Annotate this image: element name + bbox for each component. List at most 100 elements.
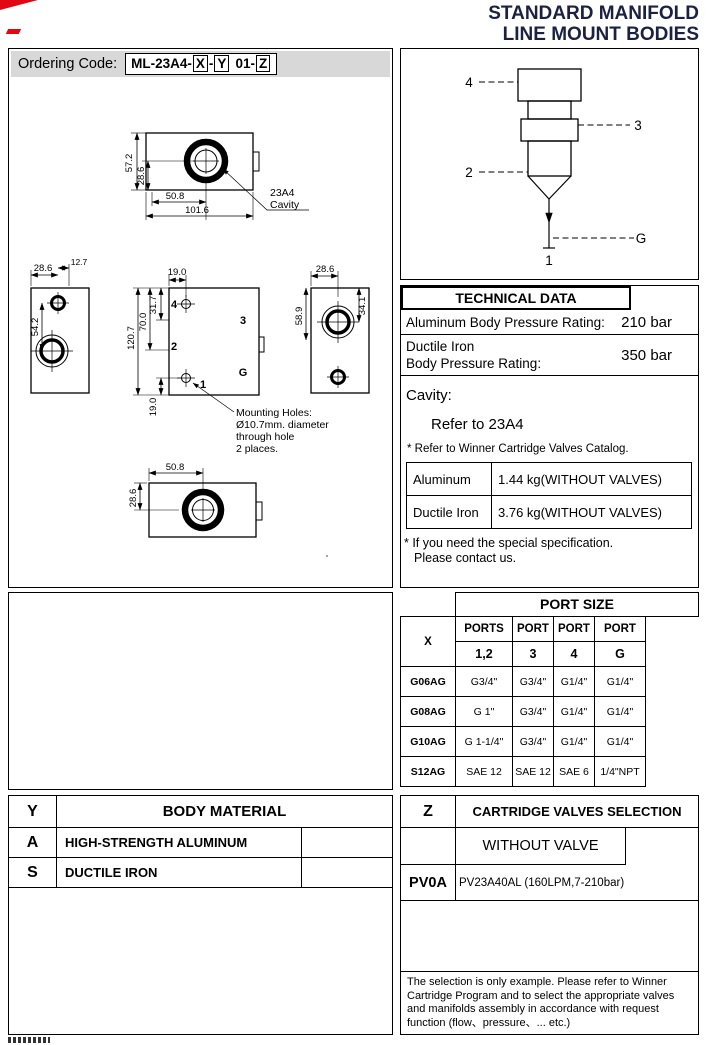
port-value: G3/4" bbox=[512, 696, 554, 727]
port-value: G3/4" bbox=[512, 726, 554, 757]
port-size-x-header: X bbox=[400, 616, 456, 667]
table-row: G10AG G 1-1/4" G3/4" G1/4" G1/4" bbox=[400, 726, 646, 757]
body-material-header: Y BODY MATERIAL bbox=[9, 796, 392, 828]
selection-note: The selection is only example. Please re… bbox=[401, 971, 698, 1034]
cavity-label: Cavity bbox=[270, 199, 300, 211]
empty-panel bbox=[8, 592, 393, 790]
port-label-4: 4 bbox=[171, 299, 178, 311]
dimension-drawings: 57.2 28.6 50.8 101.6 23A4 Cavity bbox=[30, 132, 370, 557]
mounting-note-line: 2 places. bbox=[236, 443, 278, 455]
port-value: G1/4" bbox=[594, 726, 646, 757]
material-code: S bbox=[9, 858, 57, 887]
schematic-port-4: 4 bbox=[465, 75, 473, 90]
column-header: PORTS bbox=[455, 616, 513, 642]
dim-label: 19.0 bbox=[168, 267, 187, 278]
schematic-port-2: 2 bbox=[465, 165, 473, 180]
pressure-rating-label: Aluminum Body Pressure Rating: bbox=[406, 314, 605, 330]
special-note: * If you need the special specification.… bbox=[404, 536, 614, 565]
column-header: PORT bbox=[594, 616, 646, 642]
mounting-note-line: Ø10.7mm. diameter bbox=[236, 419, 329, 431]
dim-label: 50.8 bbox=[166, 462, 185, 473]
without-valve-cell: WITHOUT VALVE bbox=[456, 828, 626, 865]
dim-label: 120.7 bbox=[126, 326, 137, 350]
dim-label: 28.6 bbox=[136, 167, 147, 186]
port-label-2: 2 bbox=[171, 341, 177, 353]
valve-description: PV23A40AL (160LPM,7-210bar) bbox=[459, 876, 625, 889]
port-value: SAE 12 bbox=[455, 756, 513, 787]
cartridge-title: CARTRIDGE VALVES SELECTION bbox=[472, 804, 682, 819]
valve-code-empty-cell bbox=[401, 828, 456, 865]
port-value: 1/4"NPT bbox=[594, 756, 646, 787]
material-label: DUCTILE IRON bbox=[57, 858, 302, 887]
body-material-title: BODY MATERIAL bbox=[162, 803, 287, 820]
table-row: PV0A PV23A40AL (160LPM,7-210bar) bbox=[401, 865, 698, 901]
column-subheader: G bbox=[594, 641, 646, 667]
catalog-note: * Refer to Winner Cartridge Valves Catal… bbox=[407, 443, 629, 455]
port-value: G1/4" bbox=[594, 696, 646, 727]
material-code: A bbox=[9, 828, 57, 857]
ordering-dash: - bbox=[208, 56, 214, 71]
dim-label: 19.0 bbox=[148, 398, 159, 417]
weight-table: Aluminum 1.44 kg(WITHOUT VALVES) Ductile… bbox=[406, 462, 692, 529]
page-title: STANDARD MANIFOLD LINE MOUNT BODIES bbox=[488, 3, 699, 45]
port-value: SAE 12 bbox=[512, 756, 554, 787]
table-row: A HIGH-STRENGTH ALUMINUM bbox=[9, 828, 392, 858]
cartridge-symbol bbox=[517, 68, 582, 249]
dim-label: 57.2 bbox=[124, 154, 135, 173]
top-view bbox=[145, 132, 260, 191]
body-material-section: Y BODY MATERIAL A HIGH-STRENGTH ALUMINUM… bbox=[8, 795, 393, 1035]
dim-label: 58.9 bbox=[294, 307, 305, 326]
technical-data-section: TECHNICAL DATA Aluminum Body Pressure Ra… bbox=[400, 285, 699, 588]
valve-code: PV0A bbox=[401, 865, 456, 900]
column-subheader: 3 bbox=[512, 641, 554, 667]
port-value: G1/4" bbox=[553, 696, 595, 727]
ordering-code-label: Ordering Code: bbox=[18, 56, 118, 72]
column-header: PORT bbox=[512, 616, 554, 642]
valve-schematic-panel: 4 3 2 G 1 bbox=[400, 48, 699, 280]
port-label-3: 3 bbox=[240, 315, 246, 327]
port-value: G3/4" bbox=[455, 666, 513, 697]
cavity-label: 23A4 bbox=[270, 187, 295, 199]
top-view-dimensions: 57.2 28.6 50.8 101.6 23A4 Cavity bbox=[124, 132, 309, 220]
right-side-view bbox=[310, 287, 370, 394]
pressure-rating-value: 350 bar bbox=[621, 346, 672, 364]
page-title-line1: STANDARD MANIFOLD bbox=[488, 3, 699, 24]
table-row: WITHOUT VALVE bbox=[401, 828, 698, 865]
dim-label: 54.2 bbox=[30, 318, 41, 337]
port-value: G1/4" bbox=[553, 666, 595, 697]
ordering-mid: 01- bbox=[235, 56, 255, 71]
port-size-section: PORT SIZE X PORTS PORT PORT PORT 1,2 3 4… bbox=[400, 592, 699, 790]
valve-schematic: 4 3 2 G 1 bbox=[465, 68, 646, 268]
left-side-view-dimensions: 28.6 12.7 54.2 bbox=[30, 257, 88, 352]
port-value: G1/4" bbox=[553, 726, 595, 757]
port-value: G 1-1/4" bbox=[455, 726, 513, 757]
front-view bbox=[168, 287, 265, 396]
cartridge-z-header: Z bbox=[401, 796, 456, 827]
port-code: G10AG bbox=[400, 726, 456, 757]
pressure-rating-value: 210 bar bbox=[621, 313, 672, 331]
bottom-view-dimensions: 50.8 28.6 bbox=[128, 462, 204, 511]
weight-material: Ductile Iron bbox=[406, 495, 492, 529]
material-empty-cell bbox=[302, 858, 392, 887]
weight-material: Aluminum bbox=[406, 462, 492, 496]
ordering-x: X bbox=[192, 55, 208, 72]
port-value: SAE 6 bbox=[553, 756, 595, 787]
schematic-port-labels: 4 3 2 G 1 bbox=[465, 75, 646, 268]
ordering-z: Z bbox=[255, 55, 271, 72]
page-title-line2: LINE MOUNT BODIES bbox=[502, 24, 699, 45]
dim-label: 28.6 bbox=[128, 489, 139, 508]
table-row: X PORTS PORT PORT PORT bbox=[400, 616, 646, 667]
dim-label: 31.7 bbox=[148, 296, 159, 315]
body-material-y-header: Y bbox=[9, 796, 57, 827]
footer-mark bbox=[8, 1037, 50, 1043]
table-row: Ductile Iron 3.76 kg(WITHOUT VALVES) bbox=[406, 495, 692, 529]
port-value: G3/4" bbox=[512, 666, 554, 697]
port-code: S12AG bbox=[400, 756, 456, 787]
dim-label: 101.6 bbox=[185, 205, 209, 216]
column-header: PORT bbox=[553, 616, 595, 642]
projection-symbol-target-icon bbox=[326, 555, 328, 557]
mounting-note-line: through hole bbox=[236, 431, 295, 443]
schematic-port-g: G bbox=[636, 231, 647, 246]
ordering-y: Y bbox=[214, 55, 230, 72]
cavity-heading: Cavity: bbox=[406, 387, 452, 404]
